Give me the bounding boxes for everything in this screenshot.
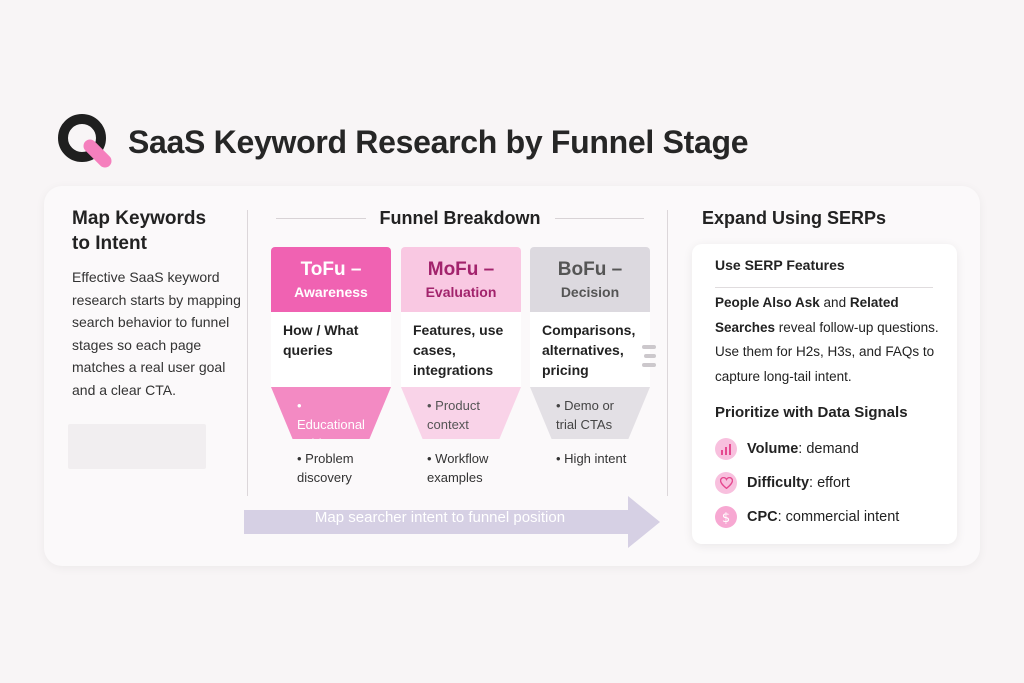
stage-tofu: ToFu – Awareness How / What queries • Ed… xyxy=(271,247,391,487)
signal-label: Volume xyxy=(747,441,799,457)
intent-section: Map Keywords to Intent Effective SaaS ke… xyxy=(72,206,244,401)
dollar-icon: $ xyxy=(715,506,737,528)
intent-arrow-icon xyxy=(244,496,660,548)
stage-name: ToFu – xyxy=(300,258,362,280)
stage-queries: Features, use cases, integrations xyxy=(401,312,521,387)
signals-heading: Prioritize with Data Signals xyxy=(715,404,908,421)
stage-header: BoFu – Decision xyxy=(530,247,650,312)
stage-queries: Comparisons, alternatives, pricing xyxy=(530,312,650,387)
serp-features-rest: reveal follow-up questions. Use them for… xyxy=(715,319,939,384)
decorative-lines xyxy=(642,345,656,372)
signal-label: Difficulty xyxy=(747,475,810,491)
serp-conj: and xyxy=(819,295,850,310)
stage-name: MoFu – xyxy=(427,258,495,280)
signal-cpc: $ CPC: commercial intent xyxy=(715,506,899,528)
stage-content: • Educational guides xyxy=(271,387,391,439)
stage-outcome: • High intent xyxy=(556,451,627,466)
serp-rule xyxy=(715,287,933,288)
signal-label: CPC xyxy=(747,509,778,525)
serp-features-heading: Use SERP Features xyxy=(715,257,845,273)
stage-subtitle: Awareness xyxy=(294,283,368,300)
serp-card: Use SERP Features People Also Ask and Re… xyxy=(692,244,957,544)
stage-content: • Product context xyxy=(401,387,521,439)
title-rule-right xyxy=(554,218,645,219)
content-card: Map Keywords to Intent Effective SaaS ke… xyxy=(44,186,980,566)
header: SaaS Keyword Research by Funnel Stage xyxy=(56,112,749,172)
arrow-label: Map searcher intent to funnel position xyxy=(314,509,566,526)
bar-chart-icon xyxy=(715,438,737,460)
stage-outcome: • Workflow examples xyxy=(427,451,489,485)
svg-text:$: $ xyxy=(722,511,730,524)
intent-heading: Map Keywords to Intent xyxy=(72,206,244,256)
stage-bofu: BoFu – Decision Comparisons, alternative… xyxy=(530,247,656,468)
intent-heading-line2: to Intent xyxy=(72,233,147,254)
stage-subtitle: Decision xyxy=(560,283,620,300)
signal-desc: : effort xyxy=(809,475,850,491)
signal-difficulty: Difficulty: effort xyxy=(715,472,850,494)
stage-queries: How / What queries xyxy=(271,312,391,387)
intent-heading-line1: Map Keywords xyxy=(72,208,207,229)
intent-body: Effective SaaS keyword research starts b… xyxy=(72,269,241,398)
funnel-title: Funnel Breakdown xyxy=(276,208,645,229)
title-rule-left xyxy=(276,218,366,219)
page-title: SaaS Keyword Research by Funnel Stage xyxy=(128,123,749,160)
stage-content: • Demo or trial CTAs xyxy=(530,387,650,439)
stage-name: BoFu – xyxy=(557,258,623,280)
stage-outcome: • Problem discovery xyxy=(297,451,354,485)
placeholder-box xyxy=(68,424,206,469)
stage-header: ToFu – Awareness xyxy=(271,247,391,312)
heart-icon xyxy=(715,472,737,494)
stage-mofu: MoFu – Evaluation Features, use cases, i… xyxy=(401,247,521,487)
stage-header: MoFu – Evaluation xyxy=(401,247,521,312)
serps-title: Expand Using SERPs xyxy=(702,208,887,228)
serp-features-text: People Also Ask and Related Searches rev… xyxy=(715,291,947,389)
divider-left xyxy=(247,210,248,496)
divider-right xyxy=(667,210,668,496)
signal-desc: : commercial intent xyxy=(777,509,900,525)
magnifier-logo-icon xyxy=(56,112,116,172)
signal-volume: Volume: demand xyxy=(715,438,859,460)
funnel-title-text: Funnel Breakdown xyxy=(379,208,541,228)
related-term: Related Searches xyxy=(715,295,899,335)
stage-subtitle: Evaluation xyxy=(425,283,497,300)
signal-desc: : demand xyxy=(798,441,859,457)
paa-term: People Also Ask xyxy=(715,295,820,310)
